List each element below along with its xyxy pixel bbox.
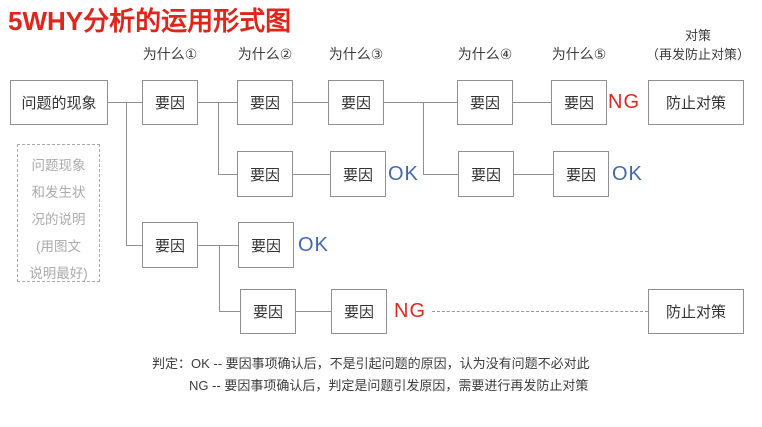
problem-note-box: 问题现象 和发生状 况的说明 (用图文 说明最好) bbox=[17, 144, 100, 282]
note-line-3: 况的说明 bbox=[31, 212, 86, 227]
connector-line bbox=[108, 102, 142, 103]
connector-line bbox=[218, 174, 237, 175]
connector-line bbox=[384, 102, 457, 103]
header-why-2: 为什么② bbox=[237, 46, 293, 62]
note-line-1: 问题现象 bbox=[31, 158, 86, 173]
cause-box-r1c2: 要因 bbox=[237, 80, 293, 125]
header-why-1: 为什么① bbox=[142, 46, 198, 62]
connector-line bbox=[218, 102, 219, 174]
connector-line bbox=[198, 102, 237, 103]
problem-box: 问题的现象 bbox=[10, 80, 108, 125]
connector-line bbox=[296, 311, 331, 312]
note-line-5: 说明最好) bbox=[29, 266, 88, 281]
connector-line bbox=[198, 245, 238, 246]
connector-line bbox=[293, 102, 328, 103]
cause-box-r3c1: 要因 bbox=[142, 222, 198, 268]
connector-line bbox=[514, 174, 553, 175]
connector-line bbox=[219, 311, 240, 312]
legend-ok-line: 判定：OK -- 要因事项确认后，不是引起问题的原因，认为没有问题不必对此 bbox=[152, 356, 590, 371]
connector-line bbox=[423, 102, 424, 174]
dashed-connector-line bbox=[432, 311, 648, 312]
result-label-ng-row4: NG bbox=[394, 300, 426, 322]
header-why-5: 为什么⑤ bbox=[551, 46, 607, 62]
connector-line bbox=[126, 245, 142, 246]
header-countermeasure-line1: 对策 bbox=[684, 28, 711, 43]
result-label-ok-row3: OK bbox=[298, 234, 329, 256]
header-why-4: 为什么④ bbox=[457, 46, 513, 62]
header-why-3: 为什么③ bbox=[328, 46, 384, 62]
result-label-ok-row2-left: OK bbox=[388, 163, 419, 185]
header-countermeasure-line2: （再发防止对策） bbox=[645, 47, 750, 62]
cause-box-r2c2: 要因 bbox=[237, 151, 293, 197]
cause-box-r1c5: 要因 bbox=[551, 80, 607, 125]
page-title: 5WHY分析的运用形式图 bbox=[8, 6, 292, 36]
cause-box-r2c5: 要因 bbox=[553, 151, 609, 197]
connector-line bbox=[293, 174, 330, 175]
connector-line bbox=[219, 245, 220, 311]
cause-box-r4c3: 要因 bbox=[331, 289, 387, 334]
connector-line bbox=[126, 102, 127, 245]
connector-line bbox=[513, 102, 551, 103]
cause-box-r1c4: 要因 bbox=[457, 80, 513, 125]
prevention-box-top: 防止对策 bbox=[648, 80, 744, 125]
note-line-2: 和发生状 bbox=[31, 185, 86, 200]
header-countermeasure: 对策 （再发防止对策） bbox=[634, 26, 762, 64]
result-label-ng-row1: NG bbox=[608, 91, 640, 113]
cause-box-r2c3: 要因 bbox=[330, 151, 386, 197]
prevention-box-bottom: 防止对策 bbox=[648, 289, 744, 334]
note-line-4: (用图文 bbox=[36, 239, 81, 254]
cause-box-r2c4: 要因 bbox=[458, 151, 514, 197]
cause-box-r1c1: 要因 bbox=[142, 80, 198, 125]
connector-line bbox=[423, 174, 458, 175]
cause-box-r4c2: 要因 bbox=[240, 289, 296, 334]
cause-box-r1c3: 要因 bbox=[328, 80, 384, 125]
cause-box-r3c2: 要因 bbox=[238, 222, 294, 268]
result-label-ok-row2-right: OK bbox=[612, 163, 643, 185]
legend-ng-line: NG -- 要因事项确认后，判定是问题引发原因，需要进行再发防止对策 bbox=[189, 378, 589, 393]
